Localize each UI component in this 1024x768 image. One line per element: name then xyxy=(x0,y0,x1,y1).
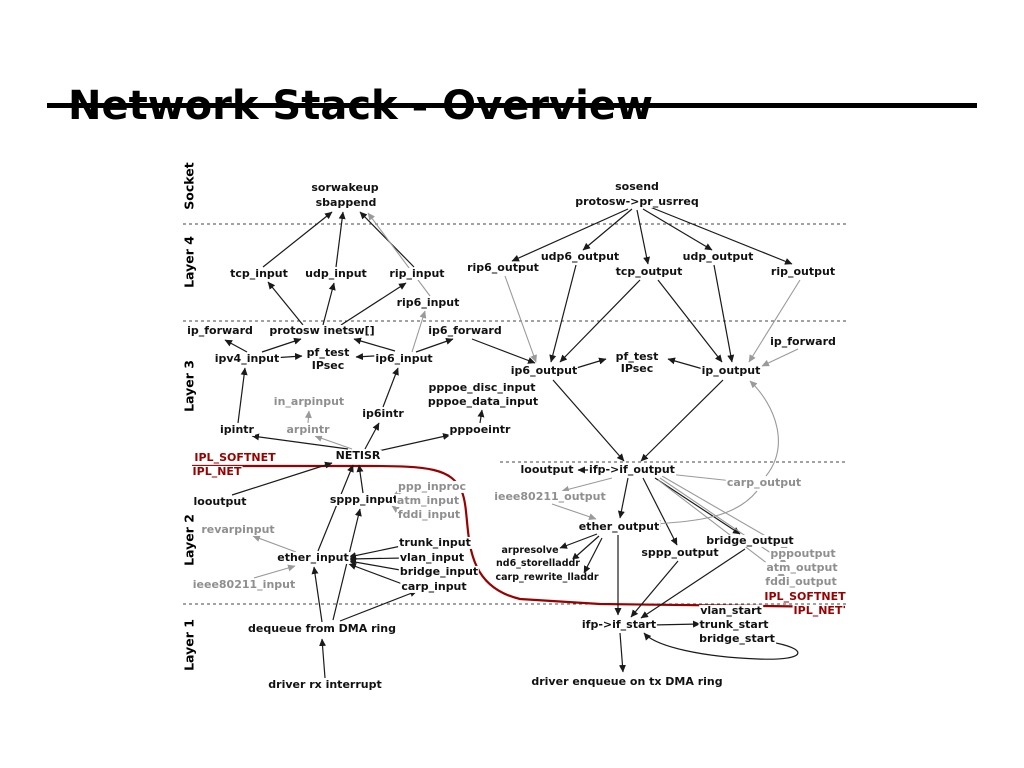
node-tcp-input: tcp_input xyxy=(229,266,289,281)
node-ip-forward-right: ip_forward xyxy=(769,334,837,349)
node-driver-rx-interrupt: driver rx interrupt xyxy=(267,677,383,692)
node-vlan-input: vlan_input xyxy=(398,550,466,565)
node-netisr: NETISR xyxy=(334,448,382,463)
node-ip6-output: ip6_output xyxy=(509,363,579,378)
node-rip-input: rip_input xyxy=(388,266,446,281)
node-ieee80211-input: ieee80211_input xyxy=(191,577,297,592)
node-nd6-storelladdr: nd6_storelladdr xyxy=(495,557,581,570)
node-bridge-input: bridge_input xyxy=(398,564,480,579)
node-pppoeintr: pppoeintr xyxy=(448,422,512,437)
node-sorwakeup: sorwakeup xyxy=(310,180,380,195)
node-udp-input: udp_input xyxy=(304,266,368,281)
node-ip6intr: ip6intr xyxy=(361,406,405,421)
title-underline xyxy=(47,103,977,108)
node-pf-test-left: pf_test xyxy=(305,345,351,360)
node-protosw-inetsw: protosw inetsw[] xyxy=(268,323,376,338)
layer-label-layer1: Layer 1 xyxy=(181,619,197,671)
node-bridge-output: bridge_output xyxy=(705,533,795,548)
node-ether-input: ether_input xyxy=(276,550,350,565)
node-in-arpinput: in_arpinput xyxy=(272,394,346,409)
ipl-net-right-label: IPL_NET xyxy=(792,603,844,618)
node-ip-forward-left: ip_forward xyxy=(186,323,254,338)
node-ieee80211-output: ieee80211_output xyxy=(493,489,607,504)
node-driver-tx-enqueue: driver enqueue on tx DMA ring xyxy=(530,674,724,689)
ipl-softnet-right-label: IPL_SOFTNET xyxy=(763,589,847,604)
node-protosw-pr-usrreq: protosw->pr_usrreq xyxy=(574,194,700,209)
node-rip6-input: rip6_input xyxy=(395,295,461,310)
ipl-net-left-label: IPL_NET xyxy=(191,464,243,479)
node-ip6-forward: ip6_forward xyxy=(427,323,503,338)
node-carp-output: carp_output xyxy=(725,475,803,490)
node-arpresolve: arpresolve xyxy=(500,544,560,557)
node-ipv4-input: ipv4_input xyxy=(213,351,281,366)
node-ip6-input: ip6_input xyxy=(374,351,434,366)
node-atm-input: atm_input xyxy=(395,493,461,508)
node-sppp-output: sppp_output xyxy=(640,545,720,560)
layer-label-socket: Socket xyxy=(181,162,197,210)
node-ifp-if-start: ifp->if_start xyxy=(580,617,658,632)
layer-label-layer2: Layer 2 xyxy=(181,514,197,566)
node-pppoutput: pppoutput xyxy=(769,546,837,561)
node-sbappend: sbappend xyxy=(314,195,378,210)
node-looutput-left: looutput xyxy=(192,494,248,509)
node-ipintr: ipintr xyxy=(219,422,255,437)
node-ether-output: ether_output xyxy=(577,519,661,534)
node-pppoe-disc-input: pppoe_disc_input xyxy=(427,380,537,395)
node-pppoe-data-input: pppoe_data_input xyxy=(426,394,540,409)
layer-label-layer3: Layer 3 xyxy=(181,360,197,412)
node-carp-input: carp_input xyxy=(400,579,468,594)
node-fddi-output: fddi_output xyxy=(764,574,838,589)
node-udp-output: udp_output xyxy=(681,249,755,264)
node-rip-output: rip_output xyxy=(769,264,837,279)
node-ifp-if-output: ifp->if_output xyxy=(588,462,676,477)
node-sosend: sosend xyxy=(614,179,660,194)
node-carp-rewrite-lladdr: carp_rewrite_lladdr xyxy=(494,571,600,584)
node-atm-output: atm_output xyxy=(765,560,839,575)
node-trunk-input: trunk_input xyxy=(398,535,472,550)
node-ip-output: ip_output xyxy=(700,363,762,378)
ipl-softnet-left-label: IPL_SOFTNET xyxy=(193,450,277,465)
node-bridge-start: bridge_start xyxy=(698,631,776,646)
node-arpintr: arpintr xyxy=(285,422,331,437)
node-dequeue-dma: dequeue from DMA ring xyxy=(246,621,398,636)
node-vlan-start: vlan_start xyxy=(699,603,763,618)
node-revarpinput: revarpinput xyxy=(200,522,276,537)
node-trunk-start: trunk_start xyxy=(698,617,770,632)
node-ipsec-right: IPsec xyxy=(619,361,655,376)
node-udp6-output: udp6_output xyxy=(539,249,621,264)
node-ipsec-left: IPsec xyxy=(310,358,346,373)
node-sppp-input: sppp_input xyxy=(328,492,400,507)
node-pf-test-right: pf_test xyxy=(614,349,660,364)
node-fddi-input: fddi_input xyxy=(396,507,462,522)
node-rip6-output: rip6_output xyxy=(466,260,540,275)
node-tcp-output: tcp_output xyxy=(614,264,684,279)
node-looutput-right: looutput xyxy=(519,462,575,477)
node-ppp-inproc: ppp_inproc xyxy=(396,479,468,494)
layer-label-layer4: Layer 4 xyxy=(181,236,197,288)
